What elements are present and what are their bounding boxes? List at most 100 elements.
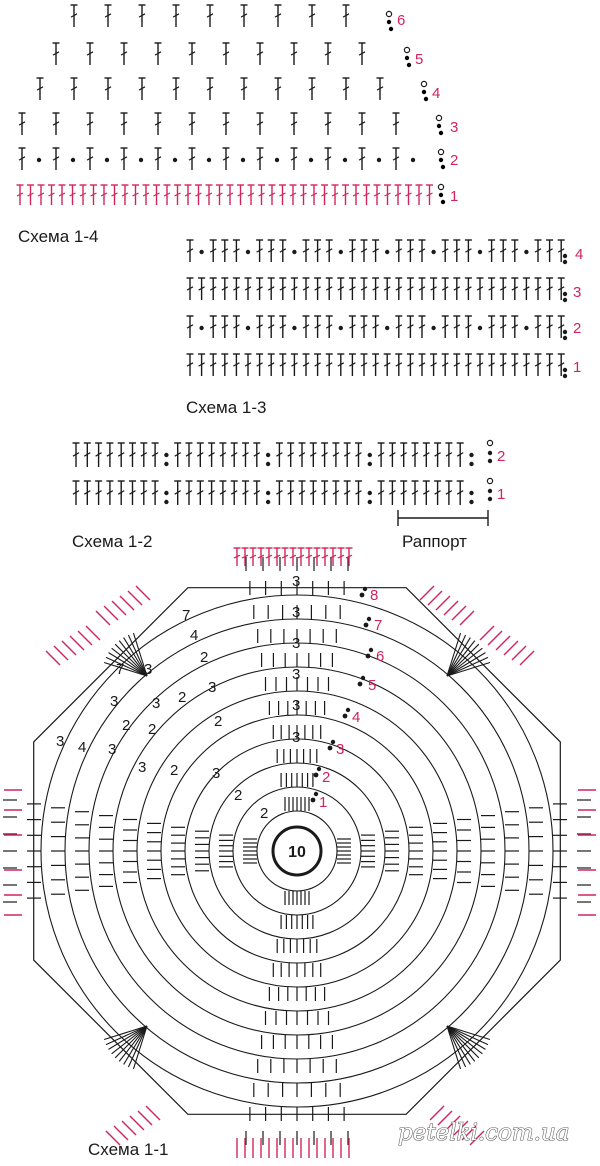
stitch-cross [151, 490, 159, 495]
border-stitch [119, 595, 135, 611]
chain-loop [435, 114, 443, 122]
border-stitch [435, 595, 451, 611]
stitch-cross [314, 248, 321, 253]
stitch-cross [240, 13, 248, 18]
stitch-cross [546, 324, 553, 329]
stitch-cross [358, 51, 366, 56]
stitch-cross [372, 362, 379, 367]
stitch-cross [233, 324, 240, 329]
stitch-cross [405, 192, 412, 197]
chain-dot [342, 157, 348, 163]
inner-label: 2 [260, 805, 268, 822]
border-stitch [145, 1105, 161, 1121]
stitch-cross [329, 554, 337, 559]
chain-dot [313, 791, 319, 797]
inner-label: 2 [214, 713, 222, 730]
stitch-cross [209, 362, 217, 367]
border-stitch [511, 645, 527, 661]
stitch-cross [86, 121, 94, 126]
stitch-cross [140, 490, 148, 495]
stitch-cross [476, 286, 484, 291]
inner-label: 3 [292, 666, 300, 683]
stitch-cross [106, 490, 114, 495]
chain-dot [240, 157, 246, 163]
stitch-cross [523, 286, 530, 291]
inner-label: 2 [178, 689, 186, 706]
stitch-cross [256, 156, 264, 161]
stitch-cross [488, 248, 495, 253]
stitch-cross [349, 324, 356, 329]
fan-stitch [108, 1025, 148, 1050]
chain-dot [562, 259, 568, 265]
stitch-cross [546, 362, 553, 367]
border-stitch [445, 1115, 461, 1131]
stitch-cross [392, 156, 400, 161]
stitch-cross [205, 192, 213, 197]
fan-stitch [114, 1025, 148, 1059]
stitch-cross [434, 490, 441, 495]
stitch-cross [233, 248, 240, 253]
inner-label: 3 [152, 695, 160, 712]
stitch-cross [279, 362, 287, 367]
chain-dot [386, 19, 392, 25]
inner-label: 2 [148, 721, 156, 738]
border-stitch [77, 630, 93, 646]
stitch-cross [441, 324, 449, 329]
stitch-cross [222, 156, 230, 161]
stitch-cross [186, 248, 194, 253]
fan-stitch [123, 637, 148, 677]
fan-stitch [118, 640, 148, 677]
stitch-cross [395, 324, 403, 329]
chain-dot [164, 452, 169, 458]
stitch-cross [120, 156, 128, 161]
stitch-cross [400, 490, 408, 495]
stitch-cross [314, 362, 321, 367]
stitch-cross [445, 490, 453, 495]
stitch-cross [104, 86, 112, 91]
stitch-cross [289, 554, 297, 559]
stitch-cross [186, 324, 194, 329]
stitch-cross [247, 192, 255, 197]
fan-stitch [446, 656, 489, 677]
fan-stitch [111, 647, 148, 677]
stitch-cross [407, 248, 414, 253]
caption-scheme-1-3: Схема 1-3 [186, 398, 266, 417]
stitch-cross [206, 13, 214, 18]
stitch-cross [376, 86, 384, 91]
stitch-cross [230, 490, 238, 495]
stitch-cross [290, 156, 298, 161]
s12-row-2: 2 [497, 448, 505, 465]
stitch-cross [174, 192, 181, 197]
stitch-cross [557, 324, 565, 329]
chain-dot [436, 123, 442, 129]
stitch-cross [104, 13, 112, 18]
stitch-cross [349, 248, 356, 253]
stitch-cross [372, 324, 379, 329]
stitch-cross [511, 324, 519, 329]
stitch-cross [140, 452, 148, 457]
s14-row-3: 3 [450, 119, 458, 136]
stitch-cross [209, 248, 217, 253]
s14-row-2: 2 [450, 152, 458, 169]
border-stitch [437, 1110, 453, 1126]
stitch-cross [188, 121, 196, 126]
fan-stitch [446, 1025, 476, 1062]
stitch-cross [325, 362, 333, 367]
border-stitch [429, 1105, 445, 1121]
stitch-cross [142, 192, 150, 197]
stitch-cross [415, 192, 423, 197]
fan-stitch [446, 640, 476, 677]
inner-label: 3 [110, 693, 118, 710]
stitch-cross [298, 452, 306, 457]
stitch-cross [52, 156, 60, 161]
stitch-cross [411, 490, 419, 495]
stitch-cross [222, 51, 230, 56]
fan-stitch [103, 1025, 148, 1041]
fan-stitch [446, 1025, 462, 1070]
inner-label: 3 [292, 635, 300, 652]
inner-labels: 3 3 3 3 3 3 2 2 2 2 2 3 3 3 3 7 4 7 4 3 … [56, 573, 300, 822]
stitch-cross [163, 192, 171, 197]
chain-dot [199, 325, 204, 331]
stitch-cross [342, 192, 349, 197]
